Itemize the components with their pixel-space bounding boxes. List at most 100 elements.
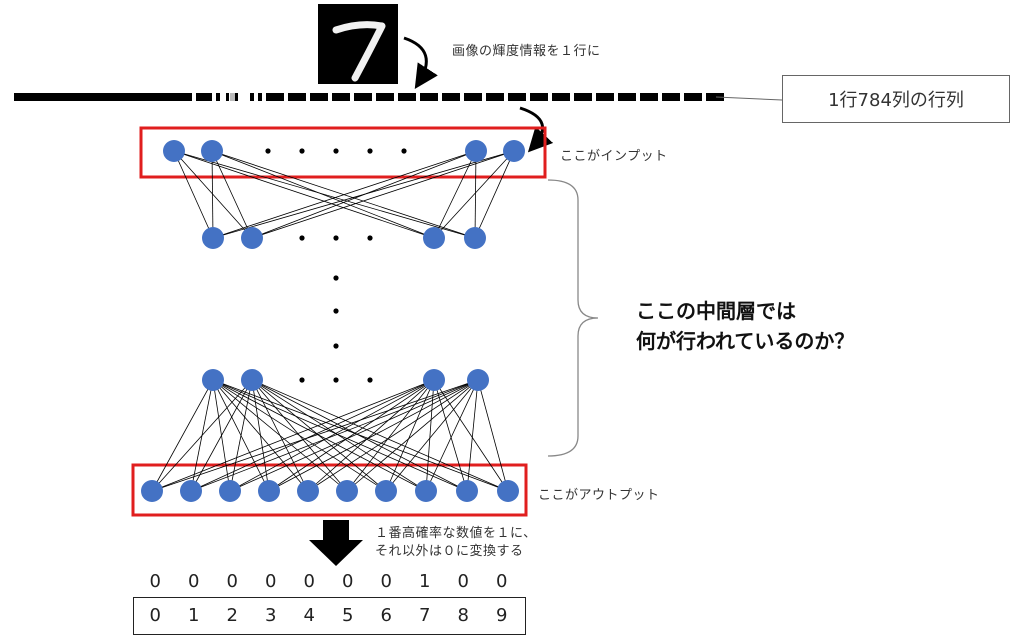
digit-label: 1 [188, 605, 200, 626]
pixel-segment [266, 93, 284, 101]
connection-line [433, 150, 477, 239]
hid1-node [241, 227, 263, 249]
pixel-segment [288, 93, 306, 101]
hid1-node [423, 227, 445, 249]
onehot-value: 1 [419, 571, 431, 592]
pixel-segment [442, 93, 460, 101]
digit-label: 8 [457, 605, 469, 626]
connection-line [307, 379, 479, 492]
connection-line [477, 379, 509, 492]
pixel-segment [230, 93, 235, 101]
connection-line [474, 150, 515, 239]
ellipsis-dots [265, 148, 407, 383]
connection-line [190, 379, 253, 492]
connection-line [346, 379, 479, 492]
digit-labels: 0 1 2 3 4 5 6 7 8 9 [136, 605, 521, 626]
question-line-1: ここの中間層では [636, 299, 796, 323]
output-node [375, 480, 397, 502]
connection-line [173, 150, 476, 239]
connection-line [173, 150, 214, 239]
connection-line [229, 379, 479, 492]
hid2-node [241, 369, 263, 391]
connection-line [251, 150, 515, 239]
connection-line [212, 379, 509, 492]
connection-line [251, 379, 509, 492]
pixel-segment [508, 93, 526, 101]
question-line-2: 何が行われているのか？ [636, 329, 855, 353]
connection-line [251, 379, 348, 492]
connection-line [433, 379, 468, 492]
digit-label: 5 [342, 605, 354, 626]
ellipsis-dot [401, 148, 407, 154]
pixel-segment [398, 93, 416, 101]
onehot-values: 0 0 0 0 0 0 0 1 0 0 [136, 571, 521, 592]
hid2-node [423, 369, 445, 391]
connection-line [190, 379, 435, 492]
digit-label: 9 [496, 605, 508, 626]
ellipsis-dot [333, 148, 339, 154]
flattened-pixel-row [14, 93, 724, 101]
ellipsis-dot [333, 377, 339, 383]
connection-line [385, 379, 479, 492]
question-text: ここの中間層では 何が行われているのか？ [636, 296, 854, 356]
digit-label: 6 [380, 605, 392, 626]
output-label: ここがアウトプット [538, 488, 660, 503]
onehot-value: 0 [380, 571, 392, 592]
pixel-segment [226, 93, 229, 101]
connection-line [307, 379, 435, 492]
pixel-segment [250, 93, 254, 101]
pixel-segment [596, 93, 614, 101]
pixel-segment [706, 93, 724, 101]
matrix-callout-text: 1行784列の行列 [828, 90, 964, 111]
connection-line [433, 379, 509, 492]
row-caption: 画像の輝度情報を１行に [452, 44, 601, 59]
onehot-value: 0 [149, 571, 161, 592]
pixel-segment [196, 93, 212, 101]
connection-line [268, 379, 479, 492]
connection-line [433, 150, 515, 239]
connection-line [173, 150, 253, 239]
input-node [503, 140, 525, 162]
pixel-segment [420, 93, 438, 101]
ellipsis-dot [265, 148, 271, 154]
pixel-segment [235, 93, 238, 101]
pixel-segment [310, 93, 328, 101]
pixel-segment [530, 93, 548, 101]
input-highlight-box [139, 126, 547, 179]
arrow-digit-to-row [403, 36, 438, 90]
connection-line [346, 379, 435, 492]
digit-image [318, 4, 398, 84]
pixel-segment [216, 93, 220, 101]
ellipsis-dot [367, 148, 373, 154]
input-label: ここがインプット [560, 149, 668, 164]
convert-line-1: １番高確率な数値を１に、 [375, 526, 537, 541]
output-node [336, 480, 358, 502]
connection-line [385, 379, 435, 492]
digit-label: 3 [265, 605, 277, 626]
connection-line [251, 379, 270, 492]
connection-line [173, 150, 435, 239]
digit-label: 0 [149, 605, 161, 626]
digit-label: 2 [226, 605, 238, 626]
output-node [415, 480, 437, 502]
connection-line [251, 379, 309, 492]
onehot-value: 0 [342, 571, 354, 592]
hid1-node [202, 227, 224, 249]
pixel-segment [662, 93, 680, 101]
connection-line [151, 379, 214, 492]
onehot-value: 0 [303, 571, 315, 592]
connection-line [268, 379, 435, 492]
convert-line-2: それ以外は０に変換する [375, 544, 524, 559]
connection-line [474, 150, 477, 239]
connection-line [425, 379, 435, 492]
ellipsis-dot [299, 148, 305, 154]
connection-line [151, 379, 435, 492]
connection-line [190, 379, 479, 492]
ellipsis-dot [367, 235, 373, 241]
pixel-segment [618, 93, 636, 101]
digit-label: 4 [303, 605, 315, 626]
connection-line [211, 150, 214, 239]
down-arrow [309, 520, 363, 566]
